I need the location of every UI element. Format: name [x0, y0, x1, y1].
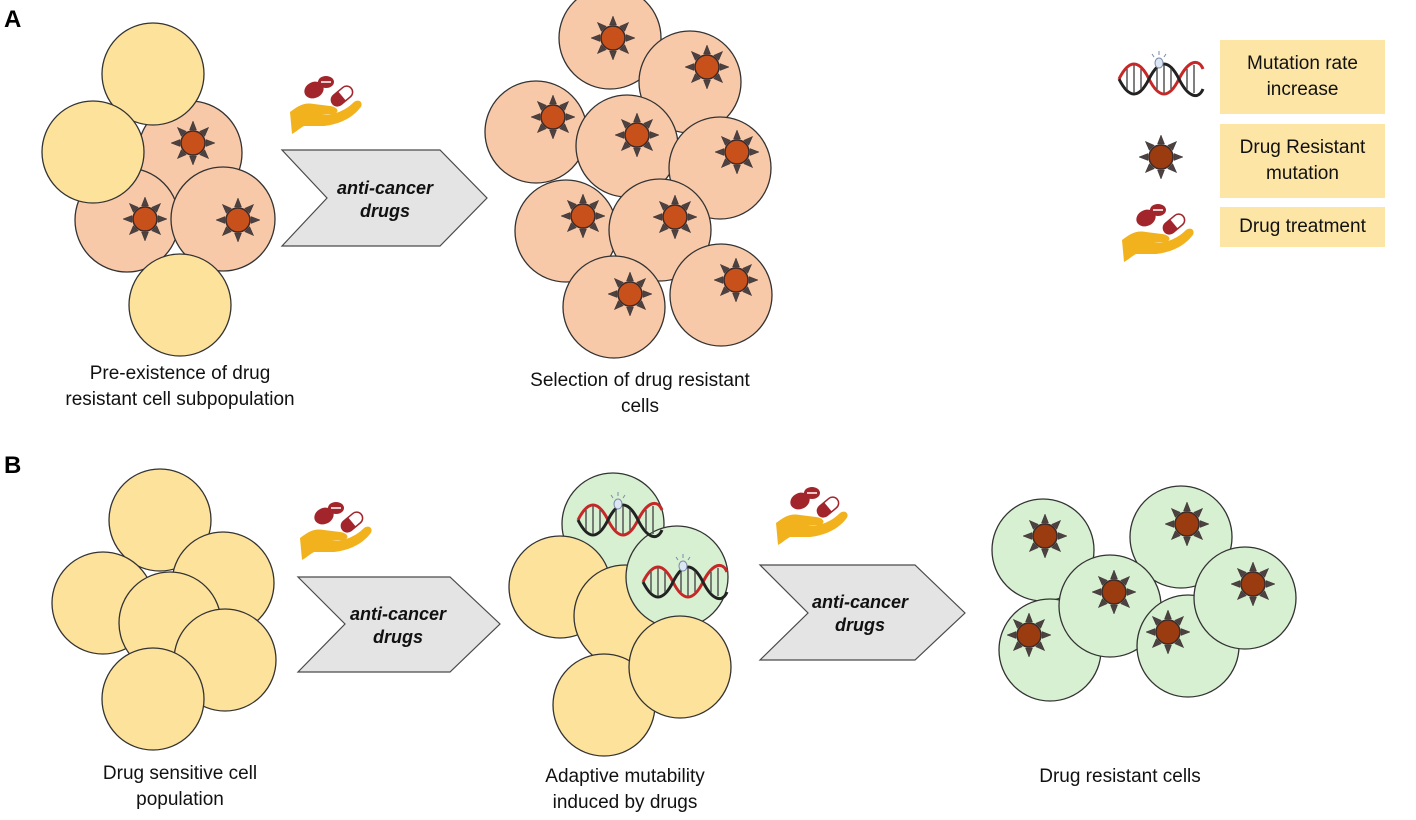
- drug-treatment-icon: [775, 486, 849, 546]
- resistant-mutation-icon: [215, 197, 261, 243]
- panel-b-adaptive-cells: [508, 472, 732, 757]
- svg-text:anti-cancer: anti-cancer: [350, 604, 447, 624]
- resistant-cell: [1193, 546, 1297, 650]
- svg-text:drugs: drugs: [360, 201, 410, 221]
- panel-a: anti-cancer drugs: [41, 0, 773, 359]
- legend-drug-treatment: Drug treatment: [1220, 207, 1385, 247]
- panel-b-initial-cells: [51, 468, 277, 751]
- resistant-mutation-icon: [1230, 561, 1276, 607]
- arrow-label-line2: drugs: [835, 615, 885, 635]
- legend-resistant-mutation: Drug Resistant mutation: [1220, 124, 1385, 198]
- caption-drug-sensitive: Drug sensitive cell population: [102, 763, 258, 810]
- anti-cancer-arrow-a: anti-cancer drugs: [280, 149, 488, 247]
- resistant-mutation-icon: [614, 112, 660, 158]
- caption-adaptive-mutability: Adaptive mutability induced by drugs: [545, 766, 705, 813]
- sensitive-cell: [128, 253, 232, 357]
- arrow-label-line1: anti-cancer: [812, 592, 909, 612]
- dna-mutation-icon: [1117, 49, 1205, 98]
- svg-text:anti-cancer: anti-cancer: [812, 592, 909, 612]
- drug-treatment-icon: [289, 75, 363, 135]
- panel-b-resistant-cells: [991, 485, 1297, 702]
- sensitive-cell: [101, 22, 205, 126]
- resistant-mutation-icon: [1091, 569, 1137, 615]
- resistant-cell: [562, 255, 666, 359]
- resistant-mutation-icon: [530, 94, 576, 140]
- drug-treatment-icon: [299, 501, 373, 561]
- svg-text:anti-cancer: anti-cancer: [337, 178, 434, 198]
- svg-text:drugs: drugs: [373, 627, 423, 647]
- arrow-label-line1: anti-cancer: [350, 604, 447, 624]
- resistant-mutation-icon: [590, 15, 636, 61]
- sensitive-cell: [101, 647, 205, 751]
- resistant-mutation-icon: [714, 129, 760, 175]
- resistant-mutation-icon: [122, 196, 168, 242]
- drug-treatment-icon: [1121, 203, 1195, 263]
- sensitive-cell: [108, 468, 212, 572]
- sensitive-cell: [628, 615, 732, 719]
- panel-a-initial-cells: [41, 22, 276, 357]
- caption-pre-existence: Pre-existence of drug resistant cell sub…: [65, 363, 295, 410]
- anti-cancer-arrow-b1: anti-cancer drugs: [296, 576, 501, 673]
- resistant-mutation-icon: [1145, 609, 1191, 655]
- sensitive-cell: [41, 100, 145, 204]
- resistant-cell: [1129, 485, 1233, 589]
- legend-icons: [1117, 49, 1205, 263]
- resistant-mutation-icon: [1138, 134, 1184, 180]
- resistant-mutation-icon: [713, 257, 759, 303]
- resistant-mutation-icon: [560, 193, 606, 239]
- svg-text:drugs: drugs: [835, 615, 885, 635]
- caption-drug-resistant: Drug resistant cells: [1039, 766, 1201, 787]
- arrow-label-line2: drugs: [373, 627, 423, 647]
- resistant-mutation-icon: [607, 271, 653, 317]
- panel-letter-b: B: [4, 452, 22, 479]
- resistant-mutation-icon: [684, 44, 730, 90]
- arrow-label-line2: drugs: [360, 201, 410, 221]
- resistant-mutation-icon: [1022, 513, 1068, 559]
- panel-letter-a: A: [4, 6, 22, 33]
- resistant-cell: [484, 80, 588, 184]
- resistant-mutation-icon: [1164, 501, 1210, 547]
- panel-b: anti-cancer drugs anti-cancer drugs: [51, 468, 1297, 757]
- resistant-mutation-icon: [1006, 612, 1052, 658]
- anti-cancer-arrow-b2: anti-cancer drugs: [758, 564, 966, 661]
- arrow-label-line1: anti-cancer: [337, 178, 434, 198]
- resistant-mutation-icon: [170, 120, 216, 166]
- resistant-mutation-icon: [652, 194, 698, 240]
- caption-selection: Selection of drug resistant cells: [530, 370, 750, 417]
- legend-mutation-rate: Mutation rate increase: [1220, 40, 1385, 114]
